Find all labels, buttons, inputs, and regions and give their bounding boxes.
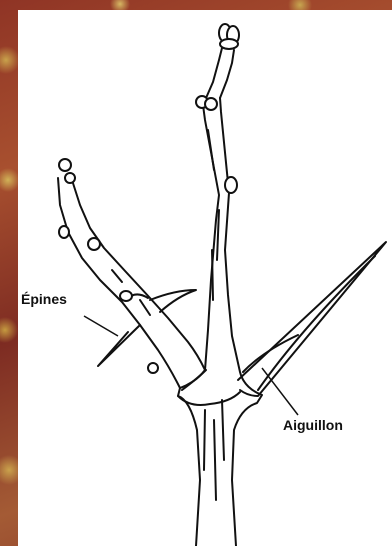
bud-branch-4 xyxy=(148,363,158,373)
left-branch-inner xyxy=(72,180,205,370)
joint xyxy=(178,392,240,405)
bud-branch-tip2 xyxy=(65,173,75,183)
main-stem xyxy=(178,105,219,546)
bud-branch-3 xyxy=(120,291,132,301)
bud-mid-right xyxy=(205,98,217,110)
thorn-lower xyxy=(98,325,140,366)
bud-branch-2 xyxy=(88,238,100,250)
bud-branch-tip xyxy=(59,159,71,171)
bud-side xyxy=(225,177,237,193)
thorn-upper xyxy=(150,290,196,312)
prickle xyxy=(238,242,386,396)
left-branch xyxy=(58,178,180,388)
leader-aiguillon xyxy=(262,368,298,415)
label-aiguillon: Aiguillon xyxy=(283,418,343,432)
label-epines: Épines xyxy=(21,292,67,306)
leader-epines xyxy=(84,316,118,336)
upper-stem-right xyxy=(220,50,234,98)
terminal-bud-base xyxy=(220,39,238,49)
main-stem-right xyxy=(220,98,262,546)
bud-branch-1 xyxy=(59,226,69,238)
